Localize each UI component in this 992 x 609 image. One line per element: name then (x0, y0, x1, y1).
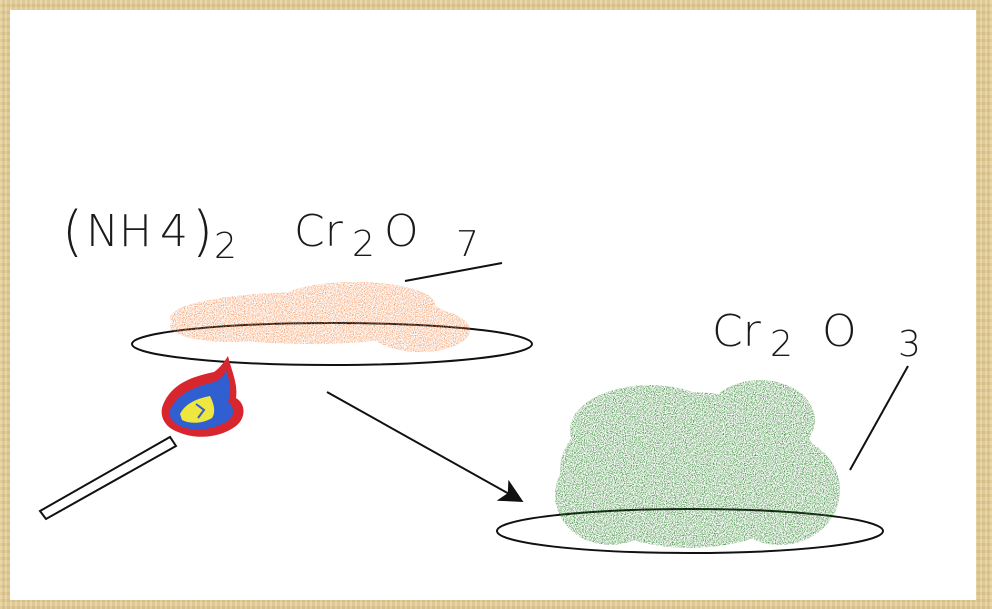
match-stick (38, 435, 178, 521)
product-powder (555, 380, 840, 548)
reactant-leader-line (404, 262, 503, 282)
reactant-h-subscript: 4 (160, 206, 188, 257)
reactant-open-paren: ( (62, 200, 83, 263)
reactant-cr: Cr (294, 206, 344, 257)
reactant-formula: ( NH 4 ) 2 Cr 2 O 7 (62, 200, 479, 267)
product-o: O (822, 306, 857, 357)
reactant-paren-subscript: 2 (214, 226, 237, 267)
reactant-o-subscript: 7 (456, 224, 479, 265)
reactant-nh: NH (86, 206, 152, 257)
reaction-arrow (326, 391, 524, 502)
reactant-o: O (384, 206, 419, 257)
product-leader-line (849, 365, 909, 471)
match-flame (161, 356, 244, 437)
product-cr: Cr (712, 306, 762, 357)
reactant-powder (170, 282, 470, 352)
product-formula: Cr 2 O 3 (712, 306, 921, 365)
reactant-cr-subscript: 2 (352, 224, 375, 265)
reactant-close-paren: ) (192, 200, 213, 263)
product-cr-subscript: 2 (770, 324, 793, 365)
product-o-subscript: 3 (898, 324, 921, 365)
